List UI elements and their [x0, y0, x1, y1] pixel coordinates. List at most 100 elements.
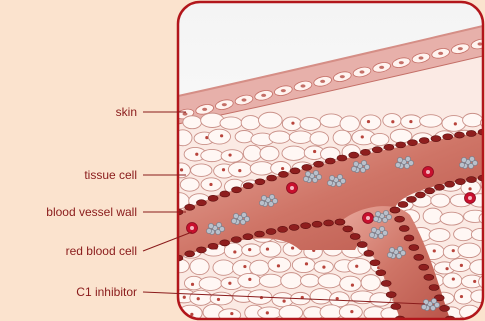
- vessel-wall-cell: [395, 216, 405, 222]
- tissue-cell: [190, 290, 212, 305]
- tissue-cell-nucleus: [238, 169, 241, 172]
- vessel-wall-cell: [381, 280, 391, 286]
- tissue-cell-nucleus: [452, 277, 455, 280]
- c1-inhibitor-molecule: [389, 247, 394, 252]
- vessel-wall-cell: [406, 196, 416, 202]
- label-tissue-cell: tissue cell: [84, 168, 137, 182]
- vessel-wall-cell: [399, 225, 409, 231]
- vessel-wall-cell: [409, 245, 419, 251]
- tissue-cell-nucleus: [180, 168, 183, 171]
- c1-inhibitor-molecule: [461, 157, 466, 162]
- vessel-wall-cell: [289, 224, 299, 230]
- vessel-wall-cell: [440, 305, 450, 311]
- c1-inhibitor-molecule: [371, 227, 376, 232]
- c1-inhibitor-molecule: [373, 216, 378, 221]
- tissue-cell: [243, 145, 261, 161]
- tissue-cell: [258, 112, 282, 128]
- tissue-cell-nucleus: [367, 120, 370, 123]
- tissue-cell: [235, 131, 253, 143]
- tissue-cell-nucleus: [183, 296, 186, 299]
- vessel-wall-cell: [208, 243, 218, 249]
- tissue-cell: [259, 274, 282, 287]
- skin-cell-nucleus: [438, 52, 443, 55]
- tissue-cell: [340, 116, 359, 132]
- tissue-cell: [272, 293, 293, 307]
- skin-cell-nucleus: [222, 103, 227, 106]
- tissue-cell: [300, 117, 321, 130]
- tissue-cell-nucleus: [313, 150, 316, 153]
- vessel-wall-cell: [455, 179, 465, 185]
- tissue-cell-nucleus: [243, 265, 246, 268]
- c1-inhibitor-molecule: [231, 218, 236, 223]
- tissue-cell-nucleus: [248, 248, 251, 251]
- c1-inhibitor-molecule: [233, 213, 238, 218]
- vessel-wall-cell: [419, 138, 429, 144]
- c1-inhibitor-molecule: [351, 166, 356, 171]
- tissue-cell: [370, 133, 388, 145]
- tissue-cell-nucleus: [233, 250, 236, 253]
- label-skin: skin: [116, 105, 137, 119]
- vessel-wall-cell: [255, 179, 265, 185]
- tissue-cell: [213, 260, 234, 275]
- tissue-cell: [340, 276, 362, 291]
- tissue-cell-nucleus: [454, 122, 457, 125]
- c1-inhibitor-molecule: [375, 211, 380, 216]
- tissue-cell-nucleus: [391, 120, 394, 123]
- c1-inhibitor-molecule: [364, 164, 369, 169]
- vessel-wall-cell: [384, 144, 394, 150]
- vessel-wall-cell: [349, 152, 359, 158]
- skin-cell-nucleus: [202, 108, 207, 111]
- vessel-wall-cell: [424, 274, 434, 280]
- tissue-cell: [250, 260, 269, 275]
- vessel-wall-cell: [415, 192, 425, 198]
- tissue-cell-nucleus: [266, 247, 269, 250]
- vessel-wall-cell: [386, 292, 396, 298]
- c1-inhibitor-molecule: [206, 228, 211, 233]
- tissue-cell-nucleus: [220, 134, 223, 137]
- vessel-wall-cell: [434, 184, 444, 190]
- tissue-cell: [420, 115, 442, 128]
- tissue-cell: [383, 114, 401, 128]
- vessel-wall-cell: [278, 171, 288, 177]
- vessel-wall-cell: [360, 149, 370, 155]
- vessel-wall-cell: [243, 234, 253, 240]
- tissue-cell-nucleus: [283, 300, 286, 303]
- c1-inhibitor-molecule: [400, 250, 405, 255]
- c1-inhibitor-molecule: [408, 160, 413, 165]
- vessel-wall-cell: [391, 304, 401, 310]
- skin-cell-nucleus: [183, 112, 188, 115]
- c1-inhibitor-molecule: [208, 223, 213, 228]
- red-blood-cell-center: [468, 196, 472, 200]
- vessel-wall-cell: [376, 270, 386, 276]
- c1-inhibitor-molecule: [395, 162, 400, 167]
- tissue-cell: [289, 131, 312, 144]
- tissue-cell: [258, 307, 281, 319]
- tissue-cell-nucleus: [230, 312, 233, 315]
- skin-cell-nucleus: [399, 61, 404, 64]
- c1-inhibitor-molecule: [459, 162, 464, 167]
- vessel-wall-cell: [445, 181, 455, 187]
- tissue-cell-nucleus: [473, 280, 476, 283]
- vessel-wall-cell: [404, 235, 414, 241]
- vessel-wall-cell: [196, 200, 206, 206]
- tissue-cell-nucleus: [460, 295, 463, 298]
- tissue-cell: [171, 259, 189, 272]
- tissue-cell: [281, 273, 302, 289]
- vessel-wall-cell: [343, 226, 353, 232]
- tissue-cell: [191, 164, 212, 176]
- skin-cell-nucleus: [301, 84, 306, 87]
- vessel-wall-cell: [425, 188, 435, 194]
- tissue-cell: [282, 146, 305, 160]
- c1-inhibitor-molecule: [316, 174, 321, 179]
- skin-cell-nucleus: [458, 47, 463, 50]
- vessel-wall-cell: [466, 130, 476, 136]
- vessel-wall-cell: [335, 219, 345, 225]
- skin-cell-nucleus: [419, 56, 424, 59]
- vessel-wall-cell: [419, 264, 429, 270]
- tissue-cell: [310, 289, 332, 304]
- tissue-cell: [241, 116, 260, 130]
- vessel-wall-cell: [301, 223, 311, 229]
- tissue-cell-nucleus: [222, 168, 225, 171]
- vessel-wall-cell: [398, 201, 408, 207]
